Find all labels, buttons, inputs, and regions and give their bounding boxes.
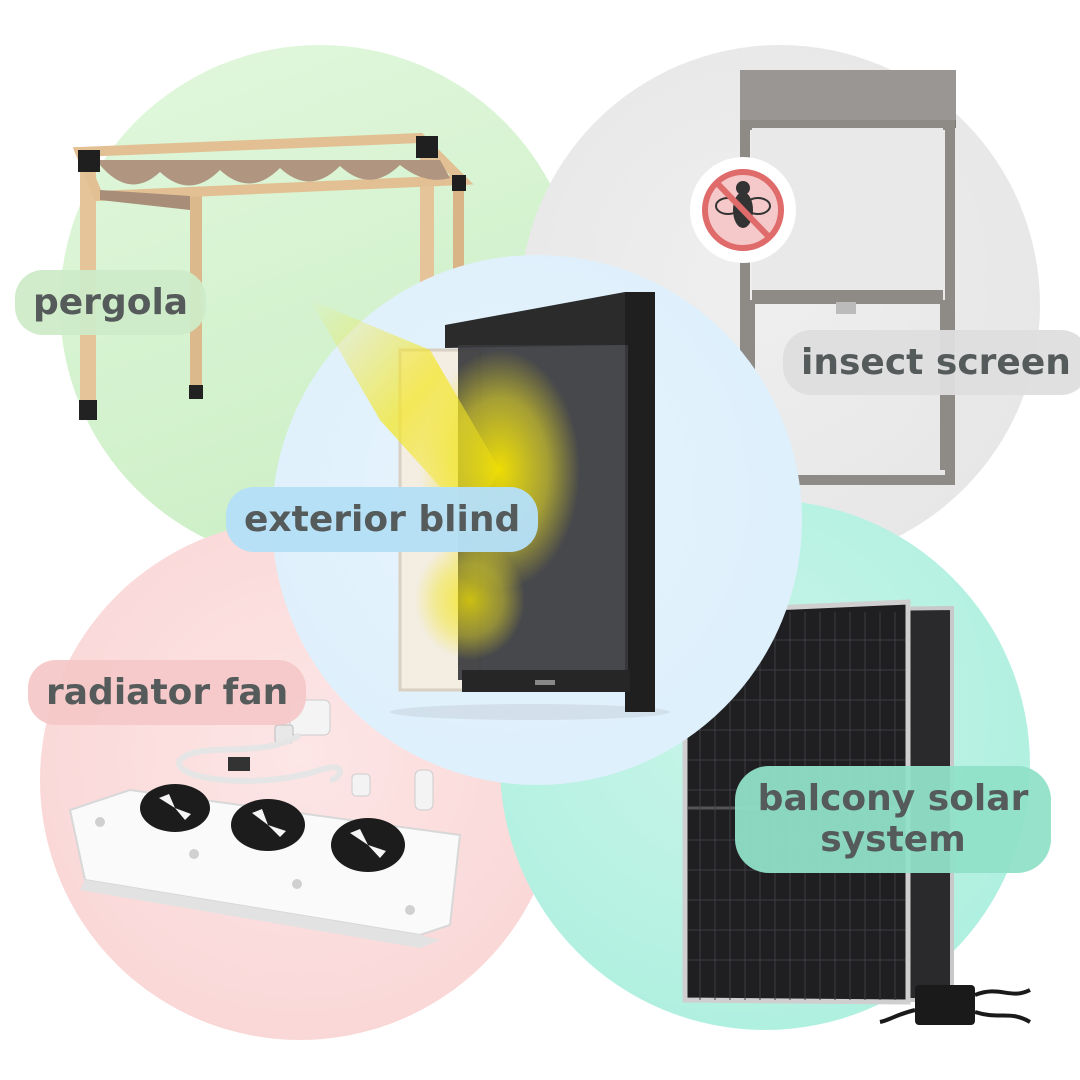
pergola-label: pergola (15, 270, 207, 336)
insect-screen-label: insect screen (783, 330, 1080, 396)
balcony-solar-label: balcony solar system (735, 766, 1051, 873)
exterior-blind-label: exterior blind (226, 487, 539, 553)
radiator-fan-label: radiator fan (28, 660, 307, 726)
no-insects-icon (690, 157, 796, 263)
